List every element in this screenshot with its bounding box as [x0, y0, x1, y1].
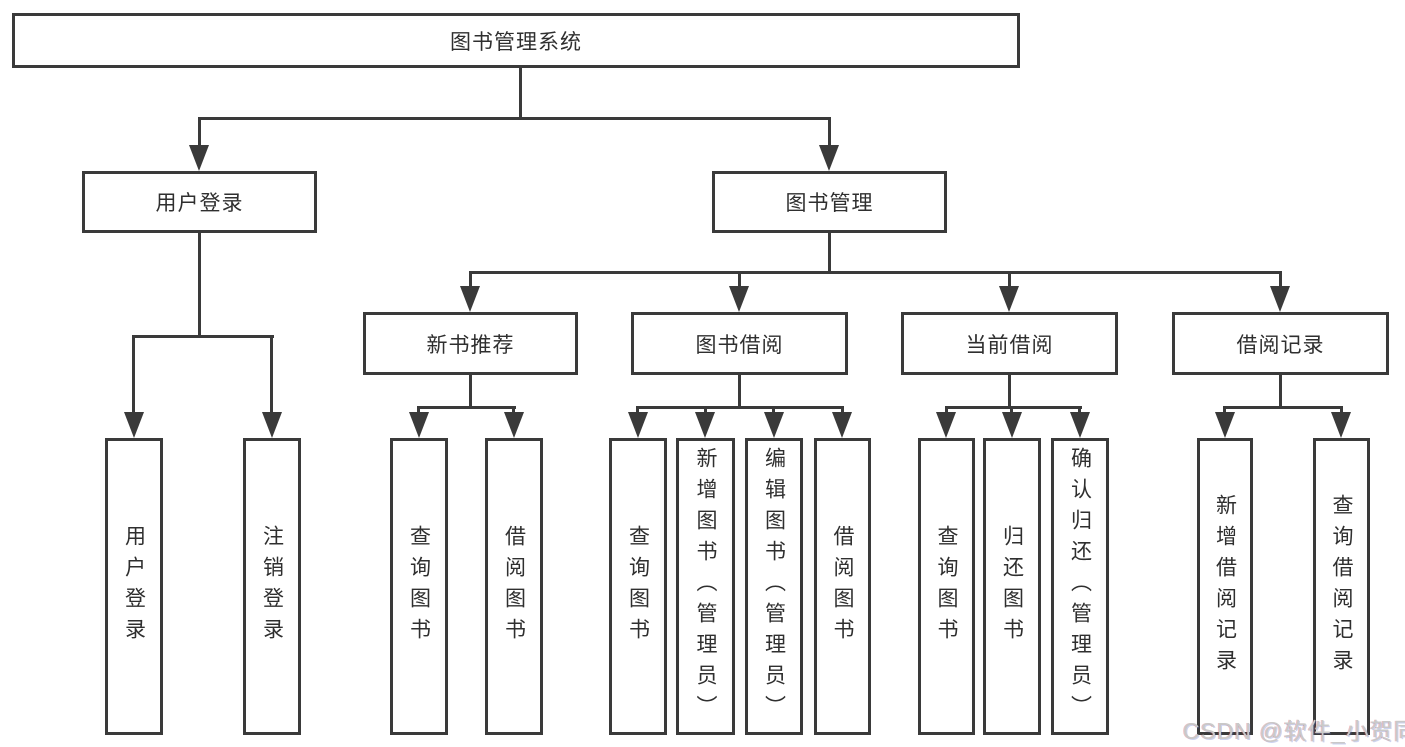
arrowhead-down-icon — [1215, 412, 1235, 438]
leaf-query-borrow-record: 查询借阅记录 — [1313, 438, 1370, 735]
node-library-management-system: 图书管理系统 — [12, 13, 1020, 68]
connector-leaf-stem — [417, 406, 420, 414]
leaf-user-login: 用户登录 — [105, 438, 163, 735]
leaf-query-books-recommend-label: 查询图书 — [407, 524, 431, 649]
leaf-edit-books-admin-label: 编辑图书（管理员） — [762, 447, 786, 726]
node-book-borrow: 图书借阅 — [631, 312, 848, 375]
node-user-login: 用户登录 — [82, 171, 317, 233]
leaf-add-books-admin: 新增图书（管理员） — [676, 438, 735, 735]
leaf-add-borrow-record-label: 新增借阅记录 — [1213, 493, 1237, 680]
node-book-borrow-label: 图书借阅 — [695, 333, 784, 357]
leaf-query-books-borrow: 查询图书 — [609, 438, 667, 735]
leaf-borrow-books: 借阅图书 — [814, 438, 871, 735]
csdn-watermark: CSDN @软件_小贺同学 — [1183, 718, 1405, 744]
arrowhead-down-icon — [409, 412, 429, 438]
node-current-borrow-label: 当前借阅 — [965, 333, 1054, 357]
node-borrow-records-label: 借阅记录 — [1236, 333, 1325, 357]
connector-borrow-records-down-stem — [1279, 375, 1282, 408]
connector-user-login-stem — [198, 117, 201, 148]
node-user-login-label: 用户登录 — [155, 192, 244, 215]
arrowhead-down-icon — [1070, 412, 1090, 438]
connector-leaf-stem — [1223, 406, 1226, 414]
connector-book-borrow-stem — [738, 271, 741, 289]
leaf-confirm-return-admin: 确认归还（管理员） — [1051, 438, 1109, 735]
connector-borrow-records-stem — [1279, 271, 1282, 289]
leaf-confirm-return-admin-label: 确认归还（管理员） — [1068, 447, 1092, 726]
arrowhead-down-icon — [1002, 412, 1022, 438]
connector-current-borrow-stem — [1008, 271, 1011, 289]
leaf-query-books-current-label: 查询图书 — [935, 524, 958, 649]
connector-borrow-records-hline — [1223, 406, 1343, 409]
connector-leaf-stem — [772, 406, 775, 414]
connector-new-book-hline — [417, 406, 516, 409]
connector-leaf-stem — [841, 406, 844, 414]
connector-current-borrow-down-stem — [1008, 375, 1011, 408]
connector-user-login-down-stem — [198, 233, 201, 337]
node-book-management: 图书管理 — [712, 171, 947, 233]
leaf-borrow-books-recommend: 借阅图书 — [485, 438, 543, 735]
leaf-query-borrow-record-label: 查询借阅记录 — [1330, 493, 1353, 680]
connector-leaf-stem — [270, 335, 273, 414]
connector-leaf-stem — [1340, 406, 1343, 414]
leaf-query-books-current: 查询图书 — [918, 438, 975, 735]
node-new-book-recommend: 新书推荐 — [363, 312, 578, 375]
connector-book-management-down-stem — [828, 233, 831, 274]
arrowhead-down-icon — [1331, 412, 1351, 438]
arrowhead-down-icon — [460, 286, 480, 312]
arrowhead-down-icon — [729, 286, 749, 312]
leaf-query-books-recommend: 查询图书 — [390, 438, 448, 735]
leaf-add-books-admin-label: 新增图书（管理员） — [694, 447, 717, 726]
node-current-borrow: 当前借阅 — [901, 312, 1118, 375]
arrowhead-down-icon — [504, 412, 524, 438]
connector-leaf-stem — [1078, 406, 1081, 414]
arrowhead-down-icon — [936, 412, 956, 438]
arrowhead-down-icon — [189, 145, 209, 171]
connector-user-login-hline — [132, 335, 274, 338]
connector-leaf-stem — [132, 335, 135, 414]
node-book-management-label: 图书管理 — [785, 192, 874, 215]
connector-leaf-stem — [512, 406, 515, 414]
leaf-edit-books-admin: 编辑图书（管理员） — [745, 438, 803, 735]
leaf-return-books-label: 归还图书 — [1000, 524, 1024, 649]
connector-level1-hline — [198, 117, 831, 120]
arrowhead-down-icon — [764, 412, 784, 438]
connector-root-stem — [519, 68, 522, 120]
leaf-logout-label: 注销登录 — [260, 524, 284, 649]
arrowhead-down-icon — [832, 412, 852, 438]
connector-new-book-down-stem — [469, 375, 472, 408]
leaf-add-borrow-record: 新增借阅记录 — [1197, 438, 1253, 735]
connector-leaf-stem — [704, 406, 707, 414]
arrowhead-down-icon — [1270, 286, 1290, 312]
connector-book-borrow-hline — [636, 406, 844, 409]
connector-leaf-stem — [636, 406, 639, 414]
connector-current-borrow-hline — [945, 406, 1082, 409]
connector-book-borrow-down-stem — [738, 375, 741, 408]
node-new-book-recommend-label: 新书推荐 — [426, 333, 515, 357]
node-library-management-system-label: 图书管理系统 — [450, 30, 582, 54]
node-borrow-records: 借阅记录 — [1172, 312, 1389, 375]
leaf-borrow-books-recommend-label: 借阅图书 — [502, 524, 526, 649]
leaf-user-login-label: 用户登录 — [122, 524, 146, 649]
leaf-logout: 注销登录 — [243, 438, 301, 735]
leaf-return-books: 归还图书 — [983, 438, 1041, 735]
leaf-borrow-books-label: 借阅图书 — [831, 524, 854, 649]
connector-book-management-stem — [828, 117, 831, 148]
arrowhead-down-icon — [695, 412, 715, 438]
connector-new-book-stem — [469, 271, 472, 289]
arrowhead-down-icon — [819, 145, 839, 171]
arrowhead-down-icon — [999, 286, 1019, 312]
arrowhead-down-icon — [262, 412, 282, 438]
connector-leaf-stem — [1010, 406, 1013, 414]
connector-leaf-stem — [945, 406, 948, 414]
leaf-query-books-borrow-label: 查询图书 — [626, 524, 650, 649]
arrowhead-down-icon — [124, 412, 144, 438]
arrowhead-down-icon — [628, 412, 648, 438]
connector-level2-hline — [469, 271, 1282, 274]
